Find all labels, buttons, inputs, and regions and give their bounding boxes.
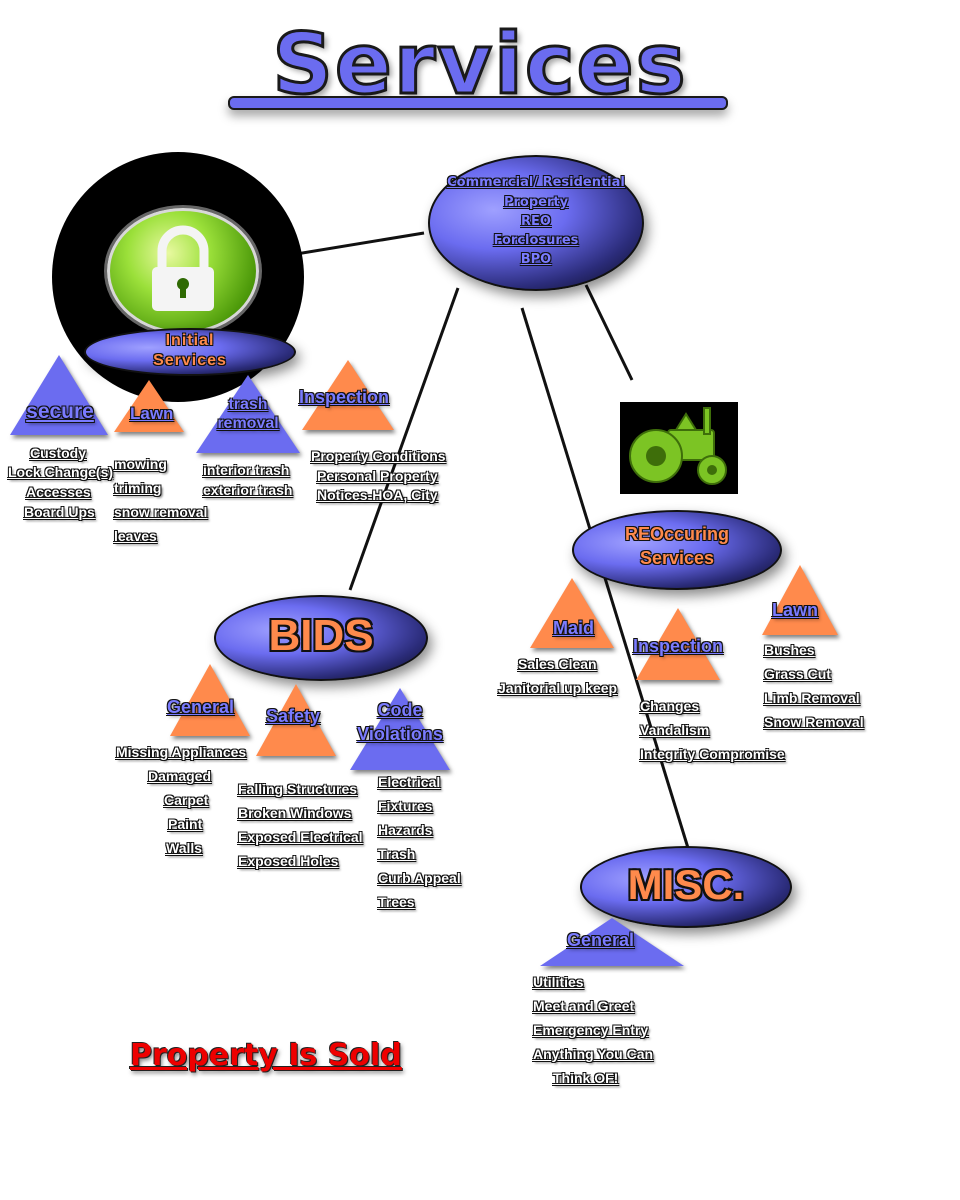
list-item: Falling Structures <box>238 781 358 797</box>
misc-node: MISC. <box>580 846 792 928</box>
tractor-badge <box>620 402 738 494</box>
code-violations-label-line1: Code <box>377 700 423 720</box>
trash-removal-triangle <box>196 375 300 453</box>
list-item: Trash <box>378 846 416 862</box>
padlock-icon <box>152 225 214 311</box>
lawn-triangle <box>762 565 838 635</box>
reoccuring-services-node: REOccuring Services <box>572 510 782 590</box>
secure-label: secure <box>26 400 94 423</box>
page-title: Services <box>230 15 730 117</box>
list-item: Grass Cut <box>764 666 831 682</box>
list-item: Custody <box>30 445 86 461</box>
property-type-line: Commercial/ Residential <box>447 175 625 190</box>
list-item: Electrical <box>378 774 441 790</box>
list-item: Walls <box>166 840 203 856</box>
property-types-node: Commercial/ Residential Property REO For… <box>428 155 644 291</box>
list-item: Anything You Can <box>533 1046 654 1062</box>
page-title-text: Services <box>271 15 688 113</box>
list-item: Lock Change(s) <box>8 464 114 480</box>
code-violations-label-line2: Violations <box>357 724 443 744</box>
secure-triangle <box>10 355 108 435</box>
initial-label-line2: Services <box>153 352 227 369</box>
misc-general-label: General <box>567 930 635 950</box>
list-item: Carpet <box>164 792 209 808</box>
list-item: Exposed Electrical <box>238 829 363 845</box>
safety-label: Safety <box>266 706 321 726</box>
list-item: snow removal <box>114 504 208 520</box>
list-item: Exposed Holes <box>238 853 339 869</box>
list-item: Limb Removal <box>764 690 860 706</box>
list-item: Paint <box>168 816 203 832</box>
misc-general-triangle <box>540 918 684 966</box>
inspection-label: Inspection <box>633 636 724 656</box>
connector-reoccuring <box>584 284 634 381</box>
property-type-line: BPO <box>520 252 552 267</box>
bids-label: BIDS <box>268 611 374 660</box>
property-type-line: Property <box>503 195 569 210</box>
list-item: Think OF! <box>553 1070 619 1086</box>
list-item: interior trash <box>203 462 290 478</box>
list-item: Meet and Greet <box>533 998 635 1014</box>
list-item: Changes <box>640 698 700 714</box>
trash-removal-label-line1: trash <box>228 396 268 413</box>
inspection-triangle <box>636 608 720 680</box>
list-item: Integrity Compromise <box>640 746 785 762</box>
connector-bids <box>348 287 460 591</box>
lawn-label: Lawn <box>130 404 174 423</box>
list-item: Curb Appeal <box>378 870 461 886</box>
reoccuring-label-line1: REOccuring <box>624 524 730 544</box>
maid-label: Maid <box>553 618 595 638</box>
list-item: Emergency Entry <box>533 1022 649 1038</box>
list-item: exterior trash <box>203 482 293 498</box>
list-item: Sales Clean <box>518 656 597 672</box>
general-label: General <box>167 697 235 717</box>
maid-triangle <box>530 578 614 648</box>
list-item: Broken Windows <box>238 805 352 821</box>
list-item: Utilities <box>533 974 584 990</box>
list-item: Notices-HOA, City <box>317 487 438 503</box>
padlock-badge <box>107 208 259 334</box>
list-item: Snow Removal <box>764 714 864 730</box>
property-type-line: Forclosures <box>493 233 579 248</box>
list-item: Personal Property <box>317 468 438 484</box>
list-item: Trees <box>378 894 415 910</box>
property-sold-label: Property Is Sold <box>130 1038 402 1073</box>
list-item: Board Ups <box>24 504 95 520</box>
initial-services-node: Initial Services <box>84 328 296 376</box>
inspection-triangle <box>302 360 394 430</box>
list-item: Janitorial up keep <box>498 680 618 696</box>
inspection-label: Inspection <box>299 387 390 407</box>
reoccuring-label-line2: Services <box>639 548 715 568</box>
tractor-icon <box>629 407 727 485</box>
list-item: leaves <box>114 528 157 544</box>
lawn-label: Lawn <box>772 600 819 620</box>
misc-label: MISC. <box>627 861 745 908</box>
list-item: Bushes <box>764 642 815 658</box>
trash-removal-label-line2: removal <box>217 415 279 432</box>
general-triangle <box>170 664 250 736</box>
code-violations-triangle <box>350 688 450 770</box>
list-item: Fixtures <box>378 798 433 814</box>
list-item: Hazards <box>378 822 433 838</box>
title-underline-bar <box>228 96 728 110</box>
initial-label-line1: Initial <box>165 332 215 349</box>
list-item: triming <box>114 480 162 496</box>
list-item: Missing Appliances <box>116 744 247 760</box>
list-item: Property Conditions <box>311 448 446 464</box>
lawn-triangle <box>114 380 184 432</box>
list-item: mowing <box>114 456 167 472</box>
property-type-line: REO <box>521 214 551 229</box>
list-item: Accesses <box>26 484 91 500</box>
safety-triangle <box>256 684 336 756</box>
list-item: Vandalism <box>640 722 710 738</box>
list-item: Damaged <box>148 768 212 784</box>
